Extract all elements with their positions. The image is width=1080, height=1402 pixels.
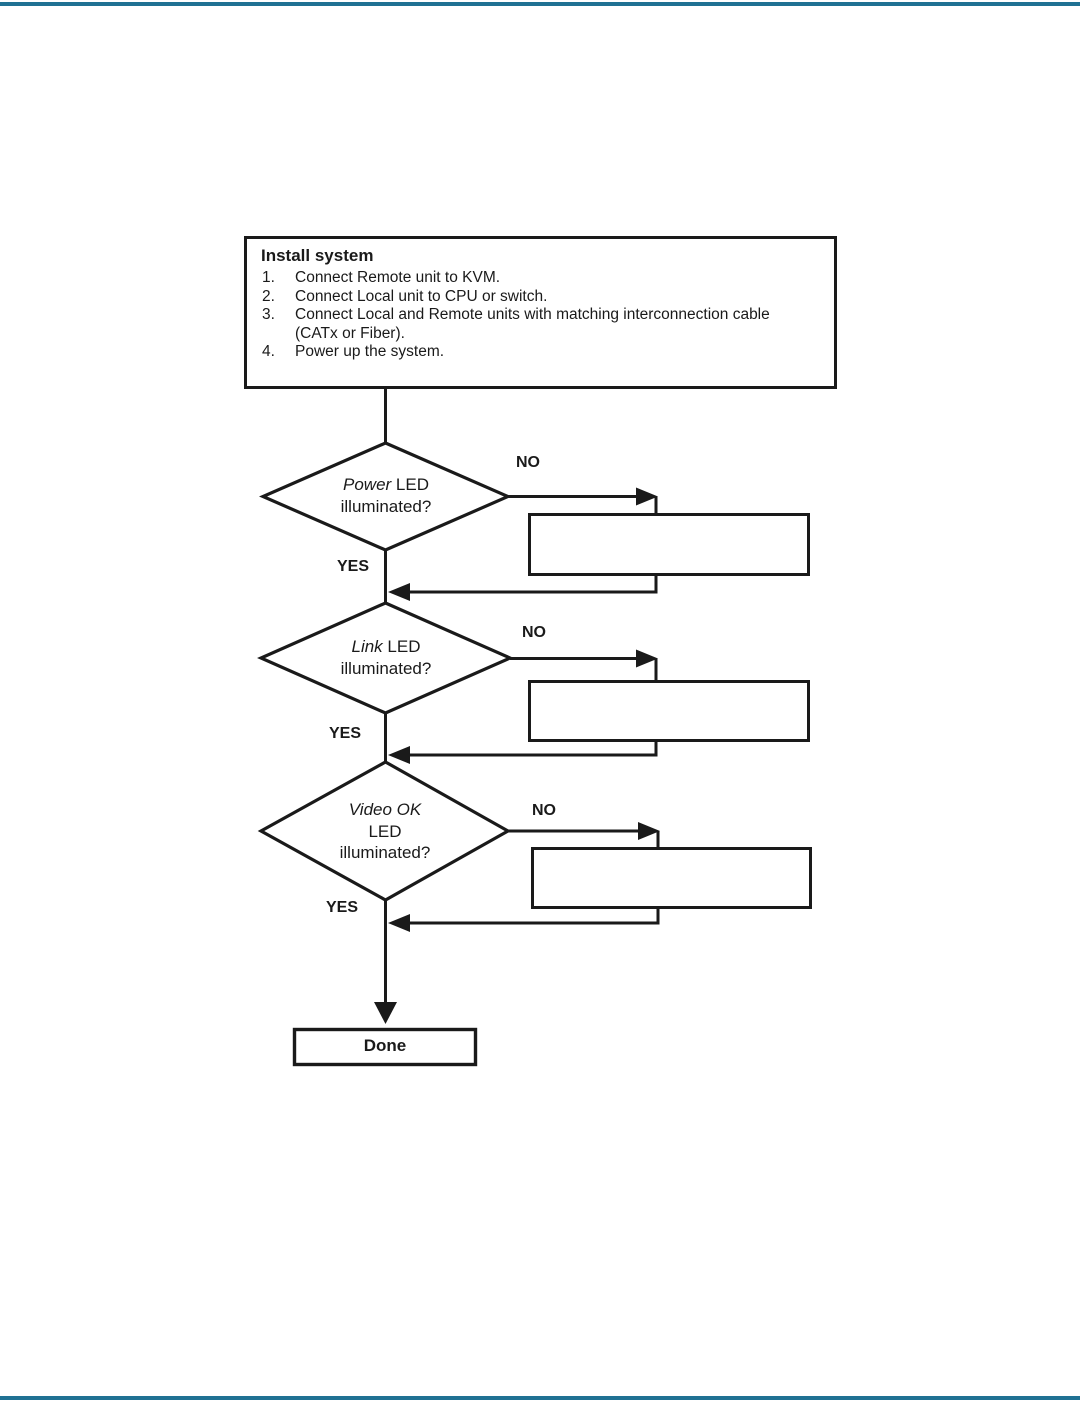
decision-3-device: Video OK xyxy=(348,800,422,819)
done-box xyxy=(292,1027,478,1067)
action-box-2 xyxy=(528,680,810,742)
decision-3-line2: LED xyxy=(368,821,402,841)
arrowhead-right-2 xyxy=(636,649,658,668)
arrowhead-right-3 xyxy=(638,822,660,840)
decision-diamond-power-led xyxy=(259,441,512,552)
arrowhead-left-2 xyxy=(388,746,410,764)
decision-2-device: Link xyxy=(351,637,383,656)
decision-label-video-ok-led: Video OK LED illuminated? xyxy=(275,799,495,864)
install-step-3-number: 3. xyxy=(262,306,275,323)
install-box-title: Install system xyxy=(261,246,374,265)
install-step-3-text2: (CATx or Fiber). xyxy=(295,324,405,342)
decision-2-rest: LED xyxy=(382,637,421,656)
install-step-4-text: Power up the system. xyxy=(295,343,445,360)
decision-1-device: Power xyxy=(343,475,392,494)
arrowhead-left-1 xyxy=(388,583,410,601)
install-system-box xyxy=(244,236,837,389)
install-step-2-text: Connect Local unit to CPU or switch. xyxy=(295,288,548,305)
arrowhead-left-3 xyxy=(388,914,410,932)
action-box-1 xyxy=(528,513,810,576)
action-box-3 xyxy=(531,847,812,909)
decision-label-power-led: Power LED illuminated? xyxy=(276,474,496,518)
decision-3-line3: illuminated? xyxy=(339,843,431,862)
install-step-2: 2. Connect Local unit to CPU or switch. xyxy=(262,288,807,307)
yes-label-1: YES xyxy=(337,558,370,575)
install-step-4: 4. Power up the system. xyxy=(262,343,807,362)
decision-1-rest: LED xyxy=(391,475,429,494)
decision-label-link-led: Link LED illuminated? xyxy=(276,636,496,680)
decision-1-line2: illuminated? xyxy=(340,497,432,516)
no-label-2: NO xyxy=(522,624,546,641)
flow-arrowheads xyxy=(374,487,660,1024)
decision-diamond-video-ok-led xyxy=(257,760,512,902)
decision-2-line2: illuminated? xyxy=(340,659,432,678)
install-step-3: 3. Connect Local and Remote units with m… xyxy=(262,306,807,343)
no-label-1: NO xyxy=(516,454,540,471)
install-step-1-text: Connect Remote unit to KVM. xyxy=(295,269,501,286)
yes-label-3: YES xyxy=(326,899,359,916)
yes-label-2: YES xyxy=(329,725,362,742)
install-step-1-number: 1. xyxy=(262,269,275,286)
no-label-3: NO xyxy=(532,802,556,819)
top-rule xyxy=(0,2,1080,6)
install-step-1: 1. Connect Remote unit to KVM. xyxy=(262,269,807,288)
arrowhead-right-1 xyxy=(636,487,658,506)
install-step-2-number: 2. xyxy=(262,288,275,305)
install-step-3-text: Connect Local and Remote units with matc… xyxy=(295,306,770,323)
install-step-4-number: 4. xyxy=(262,343,275,360)
done-label: Done xyxy=(363,1036,407,1055)
arrowhead-down-done xyxy=(374,1002,397,1024)
bottom-rule xyxy=(0,1396,1080,1400)
decision-diamond-link-led xyxy=(257,601,514,715)
